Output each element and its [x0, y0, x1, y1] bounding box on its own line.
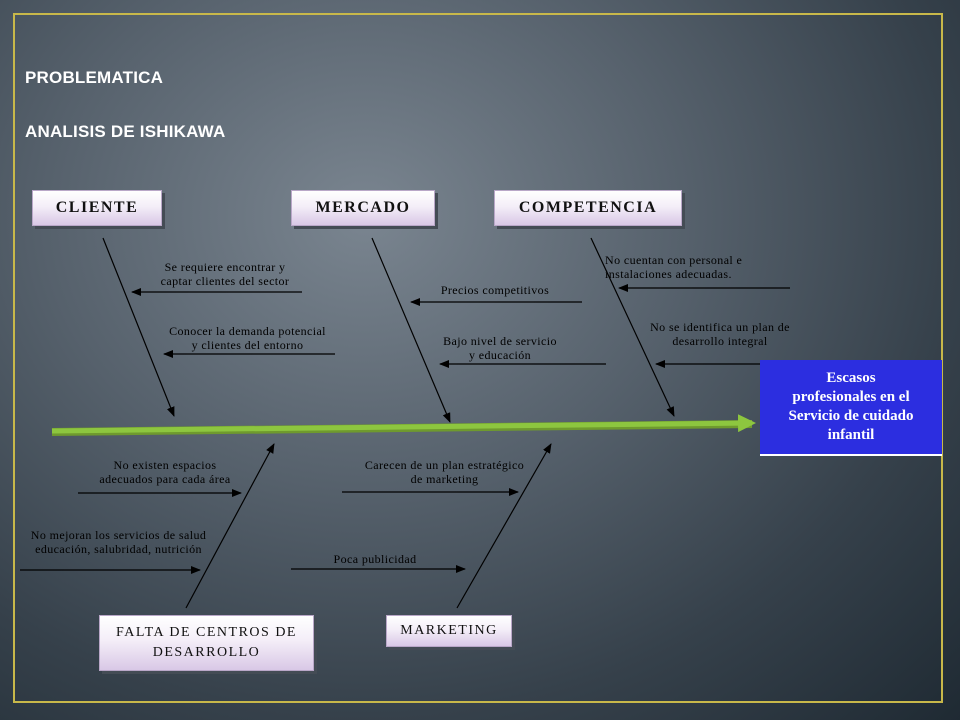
cause-competencia-1-line2: instalaciones adecuadas. — [605, 267, 732, 281]
bone-marketing — [456, 443, 552, 609]
cause-falta-2: No mejoran los servicios de salud educac… — [16, 528, 221, 556]
bone-mercado — [371, 237, 451, 423]
slide-heading-ishikawa: ANALISIS DE ISHIKAWA — [25, 122, 226, 141]
cause-marketing-2: Poca publicidad — [333, 552, 417, 566]
category-marketing: MARKETING — [386, 615, 512, 647]
cause-mercado-2-line2: y educación — [468, 348, 532, 362]
cause-competencia-1-line1: No cuentan con personal e — [605, 253, 743, 267]
cause-mercado-2-line1: Bajo nivel de servicio — [443, 334, 557, 348]
category-competencia: COMPETENCIA — [494, 190, 682, 226]
cause-cliente-2: Conocer la demanda potencial y clientes … — [155, 324, 340, 352]
bone-falta-centros — [185, 443, 275, 609]
effect-box: Escasos profesionales en el Servicio de … — [760, 360, 942, 456]
category-falta-centros-line1: FALTA DE CENTROS DE — [115, 625, 297, 640]
slide-frame — [13, 13, 943, 703]
slide-heading-problematica: PROBLEMATICA — [25, 68, 164, 87]
category-mercado: MERCADO — [291, 190, 435, 226]
cause-cliente-2-line1: Conocer la demanda potencial — [169, 324, 326, 338]
cause-marketing-1-line2: de marketing — [410, 472, 479, 486]
cause-competencia-2-line2: desarrollo integral — [672, 334, 768, 348]
cause-marketing-1-line1: Carecen de un plan estratégico — [364, 458, 525, 472]
bone-cliente — [102, 237, 175, 417]
category-cliente: CLIENTE — [32, 190, 162, 226]
cause-cliente-1-line1: Se requiere encontrar y — [164, 260, 286, 274]
cause-falta-2-line2: educación, salubridad, nutrición — [35, 542, 202, 556]
cause-mercado-2: Bajo nivel de servicio y educación — [425, 334, 575, 362]
cause-competencia-1: No cuentan con personal e instalaciones … — [605, 253, 780, 281]
category-falta-centros: FALTA DE CENTROS DE DESARROLLO — [99, 615, 314, 671]
effect-line3: Servicio de cuidado — [788, 408, 914, 424]
cause-cliente-2-line2: y clientes del entorno — [191, 338, 304, 352]
cause-cliente-1: Se requiere encontrar y captar clientes … — [140, 260, 310, 288]
cause-competencia-2-line1: No se identifica un plan de — [650, 320, 790, 334]
cause-mercado-1: Precios competitivos — [440, 283, 550, 297]
cause-falta-2-line1: No mejoran los servicios de salud — [30, 528, 207, 542]
cause-falta-1: No existen espacios adecuados para cada … — [80, 458, 250, 486]
effect-line4: infantil — [827, 427, 875, 443]
category-falta-centros-line2: DESARROLLO — [152, 645, 261, 660]
cause-marketing-1: Carecen de un plan estratégico de market… — [347, 458, 542, 486]
cause-falta-1-line1: No existen espacios — [113, 458, 217, 472]
cause-competencia-2: No se identifica un plan de desarrollo i… — [630, 320, 810, 348]
effect-line1: Escasos — [826, 370, 876, 386]
cause-falta-1-line2: adecuados para cada área — [99, 472, 231, 486]
bone-competencia — [590, 237, 675, 417]
cause-cliente-1-line2: captar clientes del sector — [160, 274, 290, 288]
effect-line2: profesionales en el — [792, 389, 910, 405]
